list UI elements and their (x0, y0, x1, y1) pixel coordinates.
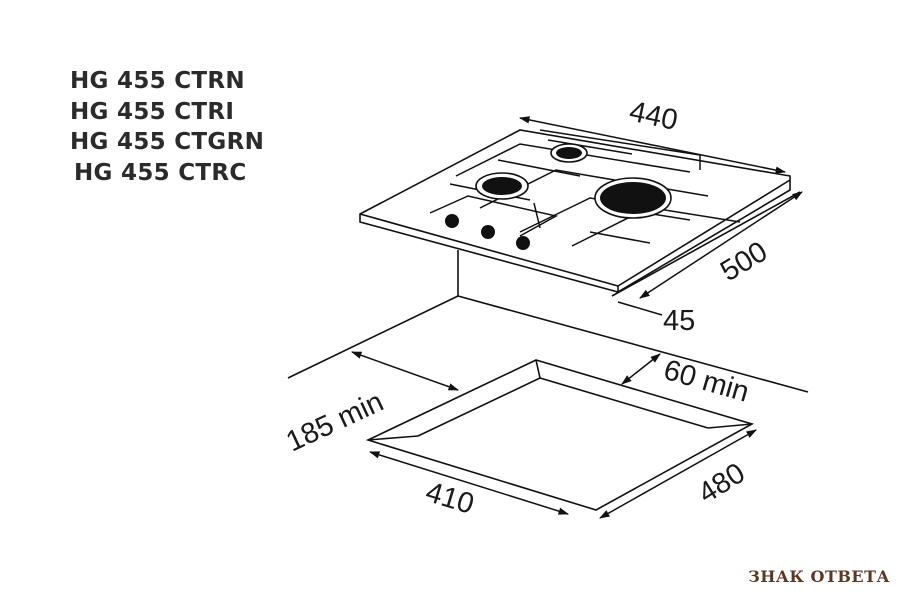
countertop (287, 250, 809, 393)
dimension-line-width (518, 116, 787, 174)
watermark: ЗНАК ОТВЕТА (748, 567, 890, 586)
dimension-line-cutout-side (351, 351, 459, 391)
dimension-line-cutout-depth (599, 429, 757, 519)
dim-label-width: 440 (627, 96, 681, 137)
knob (445, 214, 459, 228)
burner-medium (475, 172, 529, 200)
dim-label-cutout-depth: 480 (693, 457, 751, 510)
dimension-line-cutout-back (621, 353, 661, 385)
burner-large (594, 177, 672, 219)
model-list: HG 455 CTRN HG 455 CTRI HG 455 CTGRN HG … (70, 66, 264, 188)
model-name: HG 455 CTRC (74, 159, 247, 186)
dim-label-height: 45 (663, 305, 695, 337)
model-name: HG 455 CTRI (70, 98, 235, 125)
model-name: HG 455 CTRN (70, 68, 245, 94)
control-knobs (445, 214, 530, 250)
knob (516, 236, 530, 250)
dimension-line-depth (639, 191, 803, 299)
knob (481, 225, 495, 239)
dim-label-cutout-side: 185 min (281, 386, 388, 459)
model-name: HG 455 CTGRN (70, 129, 265, 155)
burner-small (550, 143, 588, 163)
dimension-line-cutout-width (368, 451, 570, 515)
